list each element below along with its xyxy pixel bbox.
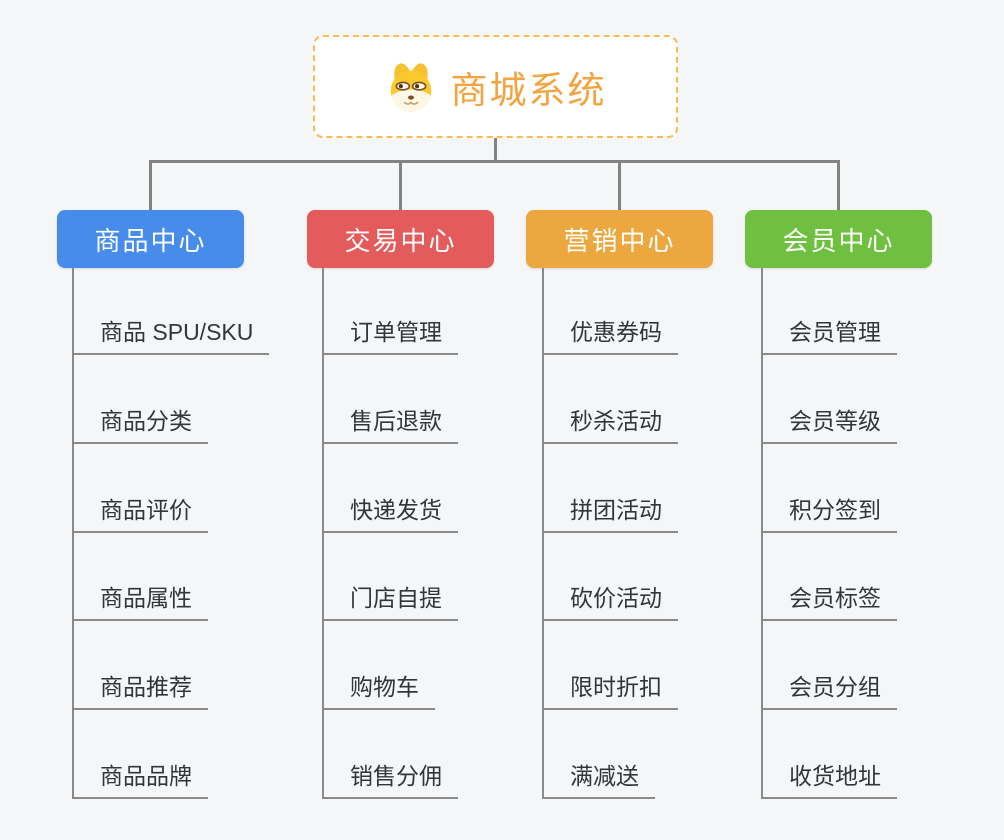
child-topic[interactable]: 商品 SPU/SKU: [72, 318, 270, 355]
connector-drop-product: [149, 160, 152, 210]
branch-label: 营销中心: [563, 225, 676, 256]
child-topic[interactable]: 秒杀活动: [542, 407, 678, 444]
child-topic[interactable]: 优惠券码: [542, 318, 678, 355]
connector-drop-trade: [399, 160, 402, 210]
child-topic[interactable]: 会员等级: [761, 407, 897, 444]
child-topic[interactable]: 满减送: [542, 762, 655, 799]
child-topic[interactable]: 会员标签: [761, 584, 897, 621]
child-topic[interactable]: 商品品牌: [72, 762, 208, 799]
child-topic[interactable]: 会员分组: [761, 673, 897, 710]
branch-spine-trade: [322, 268, 324, 799]
child-topic[interactable]: 商品推荐: [72, 673, 208, 710]
child-topic[interactable]: 收货地址: [761, 762, 897, 799]
child-topic[interactable]: 商品分类: [72, 407, 208, 444]
child-topic[interactable]: 限时折扣: [542, 673, 678, 710]
child-topic[interactable]: 售后退款: [322, 407, 458, 444]
branch-spine-marketing: [542, 268, 544, 799]
root-title: 商城系统: [450, 69, 607, 111]
child-topic[interactable]: 积分签到: [761, 496, 897, 533]
branch-node-member-center[interactable]: 会员中心: [745, 210, 932, 268]
child-topic[interactable]: 订单管理: [322, 318, 458, 355]
branch-spine-product: [72, 268, 74, 799]
branch-node-trade-center[interactable]: 交易中心: [307, 210, 494, 268]
shiba-dog-icon: [385, 61, 437, 113]
child-topic[interactable]: 销售分佣: [322, 762, 458, 799]
branch-label: 商品中心: [94, 225, 207, 256]
child-topic[interactable]: 拼团活动: [542, 496, 678, 533]
child-topic[interactable]: 会员管理: [761, 318, 897, 355]
child-topic[interactable]: 门店自提: [322, 584, 458, 621]
child-topic[interactable]: 快递发货: [322, 496, 458, 533]
branch-label: 交易中心: [344, 225, 457, 256]
child-topic[interactable]: 商品评价: [72, 496, 208, 533]
root-node[interactable]: 商城系统: [313, 35, 678, 138]
child-topic[interactable]: 商品属性: [72, 584, 208, 621]
branch-spine-member: [761, 268, 763, 799]
connector-horizontal-rail: [149, 160, 840, 163]
branch-label: 会员中心: [782, 225, 895, 256]
connector-drop-marketing: [618, 160, 621, 210]
connector-drop-member: [837, 160, 840, 210]
branch-node-product-center[interactable]: 商品中心: [57, 210, 244, 268]
branch-node-marketing-center[interactable]: 营销中心: [526, 210, 713, 268]
child-topic[interactable]: 购物车: [322, 673, 435, 710]
child-topic[interactable]: 砍价活动: [542, 584, 678, 621]
connector-root-stub: [494, 138, 497, 163]
